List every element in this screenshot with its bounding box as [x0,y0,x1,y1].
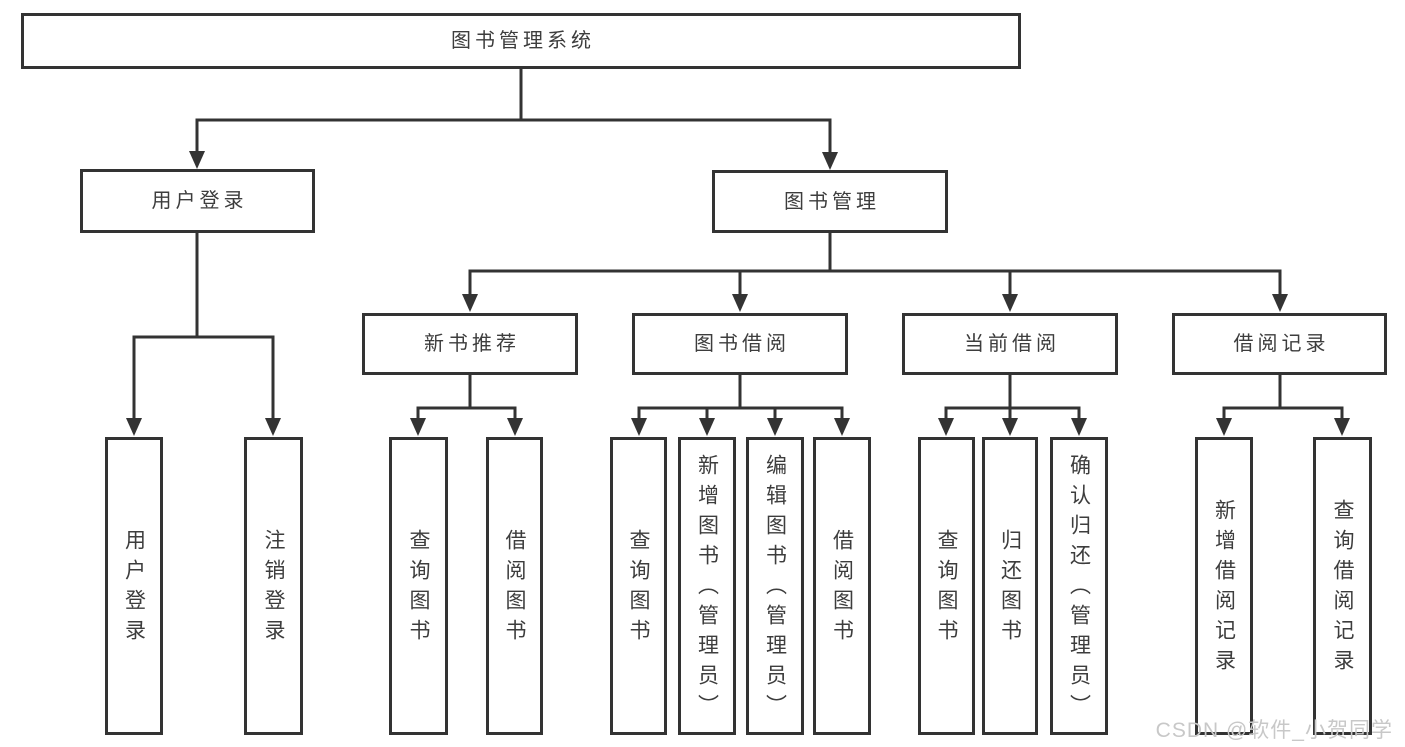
leaf-return-books: 归还图书 [982,437,1038,735]
leaf-confirm-return-admin: 确认归还（管理员） [1050,437,1108,735]
node-book-management: 图书管理 [712,170,948,233]
leaf-query-books-label: 查询图书 [935,529,958,649]
node-user-login: 用户登录 [80,169,315,233]
leaf-edit-books-admin: 编辑图书（管理员） [746,437,804,735]
leaf-confirm-return-admin-label: 确认归还（管理员） [1067,454,1091,724]
leaf-user-login: 用户登录 [105,437,163,735]
leaf-add-books-admin: 新增图书（管理员） [678,437,736,735]
csdn-watermark: CSDN @软件_小贺同学 [1155,719,1393,742]
leaf-add-borrow-record: 新增借阅记录 [1195,437,1253,735]
node-current-borrow: 当前借阅 [902,313,1118,375]
node-new-book-recommend-label: 新书推荐 [424,333,520,355]
leaf-borrow-books: 借阅图书 [486,437,543,735]
leaf-add-borrow-record-label: 新增借阅记录 [1212,499,1236,679]
leaf-query-books: 查询图书 [389,437,448,735]
leaf-query-borrow-record-label: 查询借阅记录 [1331,499,1354,679]
leaf-query-books-label: 查询图书 [627,529,650,649]
node-new-book-recommend: 新书推荐 [362,313,578,375]
node-borrow-record: 借阅记录 [1172,313,1387,375]
leaf-borrow-books: 借阅图书 [813,437,871,735]
node-book-management-label: 图书管理 [784,190,880,213]
node-book-borrow: 图书借阅 [632,313,848,375]
leaf-query-books: 查询图书 [610,437,667,735]
leaf-logout: 注销登录 [244,437,303,735]
leaf-edit-books-admin-label: 编辑图书（管理员） [763,454,787,724]
leaf-query-books: 查询图书 [918,437,975,735]
leaf-query-borrow-record: 查询借阅记录 [1313,437,1372,735]
arrowheads [126,151,1350,436]
leaf-logout-label: 注销登录 [262,529,285,649]
leaf-borrow-books-label: 借阅图书 [503,529,526,649]
leaf-return-books-label: 归还图书 [998,529,1022,649]
node-root-label: 图书管理系统 [451,30,595,52]
node-book-borrow-label: 图书借阅 [694,333,790,355]
leaf-user-login-label: 用户登录 [122,529,146,649]
leaf-borrow-books-label: 借阅图书 [830,529,854,649]
node-current-borrow-label: 当前借阅 [964,333,1060,355]
node-borrow-record-label: 借阅记录 [1233,333,1330,355]
leaf-query-books-label: 查询图书 [407,529,430,649]
node-user-login-label: 用户登录 [151,190,248,212]
node-root: 图书管理系统 [21,13,1021,69]
leaf-add-books-admin-label: 新增图书（管理员） [695,454,719,724]
